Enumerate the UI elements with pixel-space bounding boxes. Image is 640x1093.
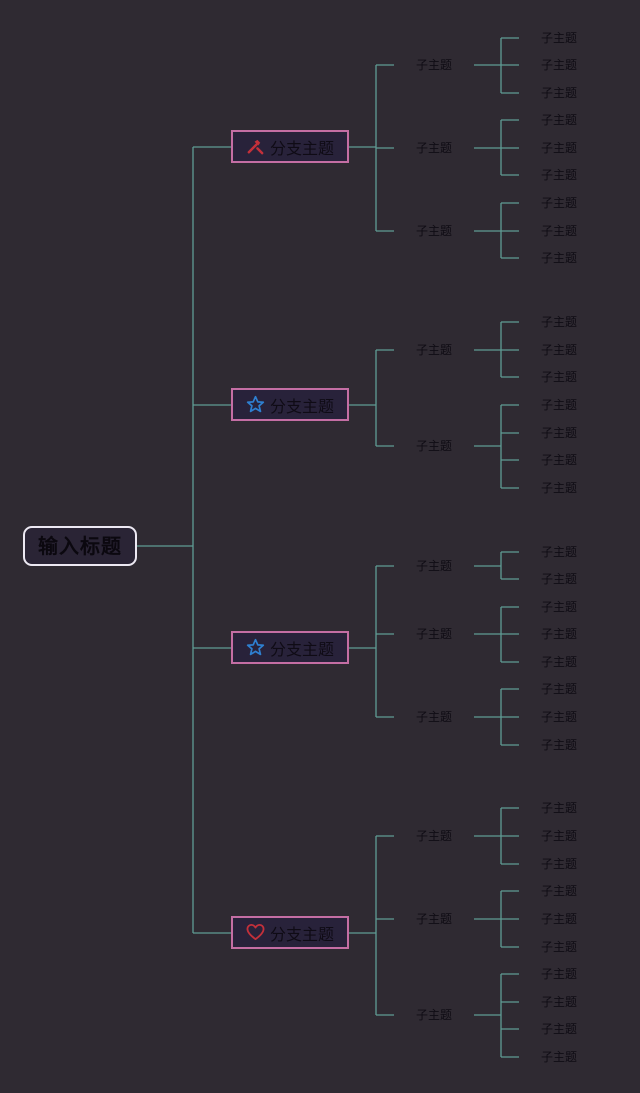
subtopic[interactable]: 子主题	[416, 710, 453, 724]
leaf-topic[interactable]: 子主题	[541, 481, 578, 495]
subtopic[interactable]: 子主题	[416, 1008, 453, 1022]
root-topic[interactable]: 输入标题	[23, 526, 137, 566]
leaf-topic[interactable]: 子主题	[541, 196, 578, 210]
leaf-topic[interactable]: 子主题	[541, 58, 578, 72]
leaf-topic[interactable]: 子主题	[541, 600, 578, 614]
leaf-topic[interactable]: 子主题	[541, 801, 578, 815]
subtopic[interactable]: 子主题	[416, 559, 453, 573]
branch-topic-2[interactable]: 分支主题	[231, 388, 349, 421]
tools-icon	[246, 137, 265, 156]
leaf-topic[interactable]: 子主题	[541, 315, 578, 329]
heart-icon	[246, 923, 265, 942]
subtopic[interactable]: 子主题	[416, 58, 453, 72]
leaf-topic[interactable]: 子主题	[541, 572, 578, 586]
subtopic[interactable]: 子主题	[416, 343, 453, 357]
leaf-topic[interactable]: 子主题	[541, 857, 578, 871]
leaf-topic[interactable]: 子主题	[541, 682, 578, 696]
leaf-topic[interactable]: 子主题	[541, 426, 578, 440]
branch-label: 分支主题	[269, 138, 334, 158]
subtopic[interactable]: 子主题	[416, 627, 453, 641]
branch-topic-4[interactable]: 分支主题	[231, 916, 349, 949]
leaf-topic[interactable]: 子主题	[541, 710, 578, 724]
star-icon	[246, 395, 265, 414]
leaf-topic[interactable]: 子主题	[541, 251, 578, 265]
branch-label: 分支主题	[269, 639, 334, 659]
branch-topic-3[interactable]: 分支主题	[231, 631, 349, 664]
leaf-topic[interactable]: 子主题	[541, 113, 578, 127]
leaf-topic[interactable]: 子主题	[541, 1022, 578, 1036]
star-icon	[246, 638, 265, 657]
leaf-topic[interactable]: 子主题	[541, 398, 578, 412]
leaf-topic[interactable]: 子主题	[541, 224, 578, 238]
leaf-topic[interactable]: 子主题	[541, 940, 578, 954]
leaf-topic[interactable]: 子主题	[541, 453, 578, 467]
leaf-topic[interactable]: 子主题	[541, 995, 578, 1009]
subtopic[interactable]: 子主题	[416, 439, 453, 453]
leaf-topic[interactable]: 子主题	[541, 141, 578, 155]
leaf-topic[interactable]: 子主题	[541, 829, 578, 843]
subtopic[interactable]: 子主题	[416, 829, 453, 843]
leaf-topic[interactable]: 子主题	[541, 967, 578, 981]
subtopic[interactable]: 子主题	[416, 912, 453, 926]
leaf-topic[interactable]: 子主题	[541, 86, 578, 100]
leaf-topic[interactable]: 子主题	[541, 884, 578, 898]
leaf-topic[interactable]: 子主题	[541, 912, 578, 926]
leaf-topic[interactable]: 子主题	[541, 31, 578, 45]
leaf-topic[interactable]: 子主题	[541, 627, 578, 641]
leaf-topic[interactable]: 子主题	[541, 168, 578, 182]
leaf-topic[interactable]: 子主题	[541, 738, 578, 752]
branch-label: 分支主题	[269, 396, 334, 416]
leaf-topic[interactable]: 子主题	[541, 343, 578, 357]
branch-label: 分支主题	[269, 924, 334, 944]
leaf-topic[interactable]: 子主题	[541, 655, 578, 669]
branch-topic-1[interactable]: 分支主题	[231, 130, 349, 163]
subtopic[interactable]: 子主题	[416, 224, 453, 238]
leaf-topic[interactable]: 子主题	[541, 545, 578, 559]
subtopic[interactable]: 子主题	[416, 141, 453, 155]
leaf-topic[interactable]: 子主题	[541, 370, 578, 384]
leaf-topic[interactable]: 子主题	[541, 1050, 578, 1064]
